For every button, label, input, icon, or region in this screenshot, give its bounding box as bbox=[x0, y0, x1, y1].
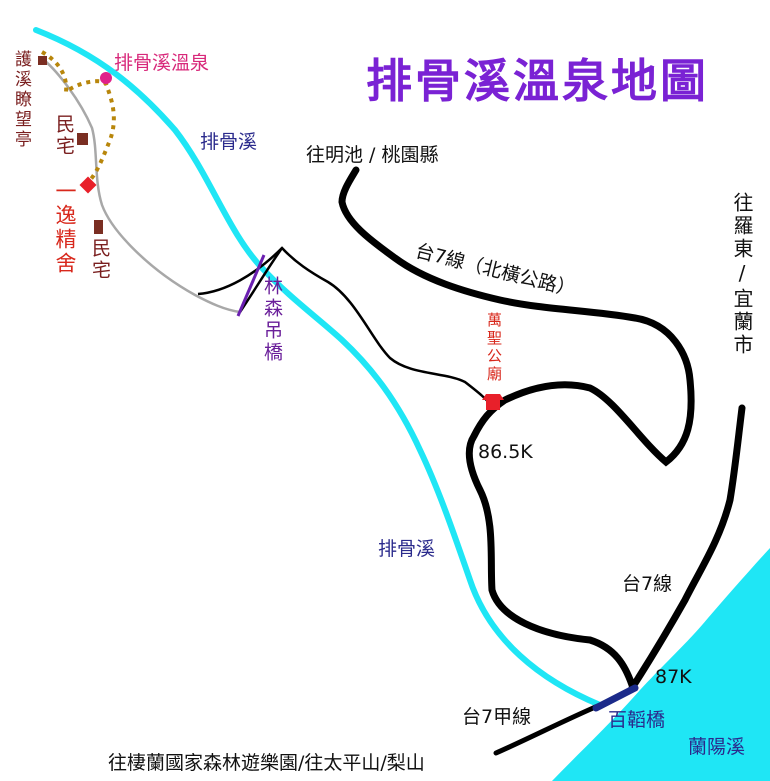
route7-east-road bbox=[628, 404, 746, 692]
walking-trail bbox=[43, 59, 241, 314]
map-title: 排骨溪溫泉地圖 bbox=[366, 54, 709, 108]
to-mingchi-label: 往明池 / 桃園縣 bbox=[306, 144, 439, 166]
inn-diamond-icon bbox=[79, 176, 97, 194]
watch-pavilion-label: 護溪瞭望亭 bbox=[11, 50, 31, 150]
lanyang-river-area bbox=[552, 548, 770, 781]
route7-north-road bbox=[338, 166, 695, 689]
route7a-road bbox=[493, 702, 603, 756]
forest-bridge-label: 林森吊橋 bbox=[261, 276, 283, 364]
local-road-2 bbox=[238, 247, 284, 313]
river-label-top: 排骨溪 bbox=[200, 131, 258, 153]
hot-spring-icon bbox=[100, 72, 112, 84]
baitao-bridge-label: 百韜橋 bbox=[608, 709, 666, 731]
km-87-label: 87K bbox=[655, 666, 692, 688]
hot-spring-label: 排骨溪溫泉 bbox=[114, 52, 210, 74]
route7-label: 台7線 bbox=[622, 573, 673, 595]
baitao-bridge bbox=[592, 684, 639, 712]
minsu-label-2: 民宅 bbox=[89, 238, 111, 282]
linsen-bridge bbox=[236, 254, 266, 317]
route7a-label: 台7甲線 bbox=[462, 706, 532, 728]
lanyang-river-label: 蘭陽溪 bbox=[688, 736, 746, 758]
house-square-icon-2 bbox=[94, 220, 103, 234]
river-label-mid: 排骨溪 bbox=[378, 538, 436, 560]
house-square-icon bbox=[77, 133, 88, 145]
minsu-label-1: 民宅 bbox=[53, 114, 75, 158]
to-taipingshan-label: 往棲蘭國家森林遊樂園/往太平山/梨山 bbox=[108, 752, 425, 774]
to-luodong-label: 往羅東/宜蘭市 bbox=[730, 192, 754, 357]
yijingshe-label: 一逸精舍 bbox=[53, 180, 77, 276]
pavilion-house-icon bbox=[38, 56, 47, 65]
temple-icon bbox=[482, 394, 504, 410]
km-86-5-label: 86.5K bbox=[478, 441, 533, 463]
paigu-stream bbox=[33, 27, 603, 708]
temple-label: 萬聖公廟 bbox=[485, 312, 503, 384]
